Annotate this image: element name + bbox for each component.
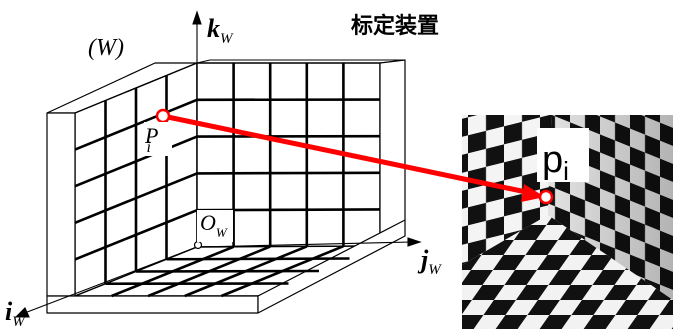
j-axis-line — [196, 241, 413, 248]
k-axis-letter: k — [207, 14, 220, 43]
camera-image — [462, 115, 673, 329]
left-wall-grid — [74, 75, 198, 284]
left-grid-line-v — [74, 98, 198, 151]
left-grid-line-v — [74, 135, 198, 188]
j-axis-label: jW — [417, 245, 442, 278]
i-axis-line — [21, 246, 198, 315]
j-axis-letter: j — [417, 245, 429, 274]
image-point-letter: p — [542, 139, 563, 181]
image-point-label: pi — [542, 139, 569, 186]
origin-label-bg — [197, 210, 233, 242]
world-point-subscript: i — [146, 139, 150, 156]
k-axis-label: kW — [207, 14, 234, 47]
k-axis-arrowhead — [192, 10, 202, 25]
left-wall-edge — [46, 112, 76, 297]
j-axis-arrowhead — [407, 237, 422, 247]
i-axis-arrowhead — [14, 307, 30, 318]
diagram-title: 标定装置 — [351, 13, 439, 39]
world-point-marker — [155, 108, 171, 124]
k-axis-subscript: W — [220, 31, 234, 47]
image-point-marker — [538, 189, 554, 205]
floor-grid-line-v — [135, 269, 320, 273]
floor-grid-line-v — [166, 257, 350, 261]
calibration-rig — [46, 59, 406, 314]
floor-front-edge — [46, 295, 259, 314]
left-grid-line-v — [74, 172, 198, 225]
origin-subscript: W — [216, 225, 228, 240]
i-axis-subscript: W — [12, 314, 26, 329]
world-point-label: Pi — [144, 123, 158, 156]
origin-label: OW — [200, 210, 228, 240]
frame-label: (W) — [88, 35, 124, 61]
origin-letter: O — [200, 210, 216, 235]
image-floor — [462, 215, 673, 329]
i-axis-letter: i — [5, 297, 13, 326]
image-point-subscript: i — [563, 156, 569, 186]
origin-marker — [193, 240, 203, 250]
pi-label-box — [537, 128, 589, 182]
i-axis-label: iW — [5, 297, 26, 329]
right-wall-edge — [379, 59, 406, 247]
left-grid-line-v — [74, 208, 198, 261]
right-grid-line-v — [196, 171, 381, 175]
world-point-label-bg — [144, 122, 172, 156]
floor-grid — [105, 244, 350, 298]
world-point-letter: P — [144, 123, 158, 148]
j-axis-subscript: W — [428, 262, 442, 278]
world-axes — [14, 10, 422, 318]
